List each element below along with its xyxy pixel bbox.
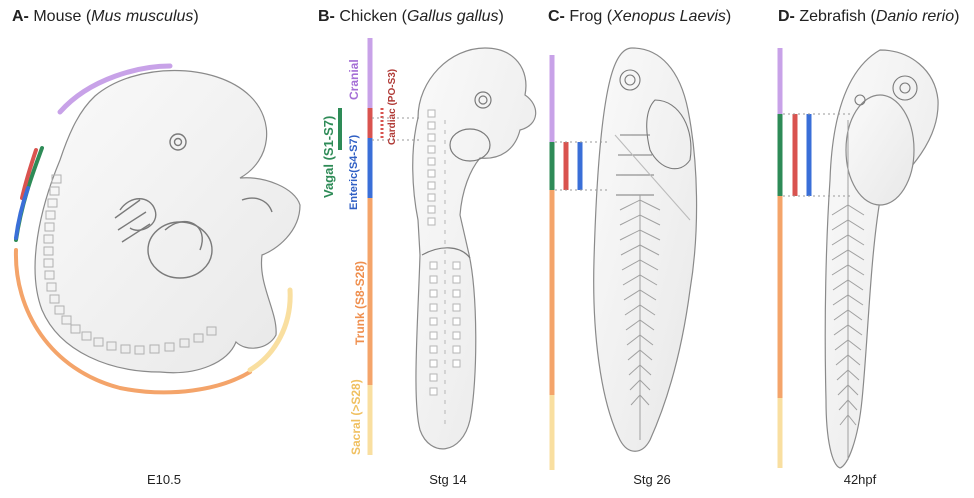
label-cranial: Cranial [347,59,361,100]
mouse-embryo [35,71,300,373]
label-cardiac: Cardiac (PO-S3) [387,69,398,145]
label-vagal: Vagal (S1-S7) [321,116,336,198]
frog-embryo [594,48,697,451]
label-trunk: Trunk (S8-S28) [353,261,367,345]
label-sacral: Sacral (>S28) [349,379,363,455]
zebrafish-embryo [825,50,938,468]
label-enteric: Enteric(S4-S7) [348,134,360,210]
